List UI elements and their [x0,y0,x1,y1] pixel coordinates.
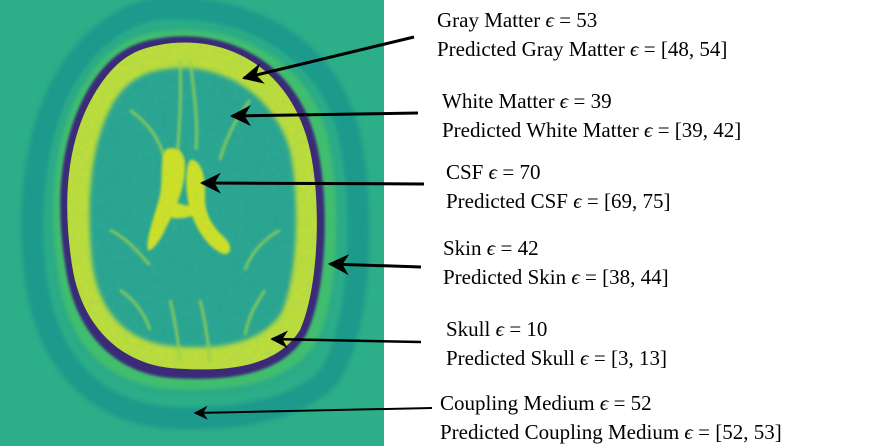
brain-scan-image [0,0,384,446]
label-csf: CSF ϵ = 70 Predicted CSF ϵ = [69, 75] [446,160,671,213]
label-skin: Skin ϵ = 42 Predicted Skin ϵ = [38, 44] [443,236,669,289]
label-white-matter: White Matter ϵ = 39 Predicted White Matt… [442,89,742,142]
label-coupling-medium: Coupling Medium ϵ = 52 Predicted Couplin… [440,391,782,444]
label-gray-matter: Gray Matter ϵ = 53 Predicted Gray Matter… [437,8,728,61]
label-skull: Skull ϵ = 10 Predicted Skull ϵ = [3, 13] [446,317,667,370]
